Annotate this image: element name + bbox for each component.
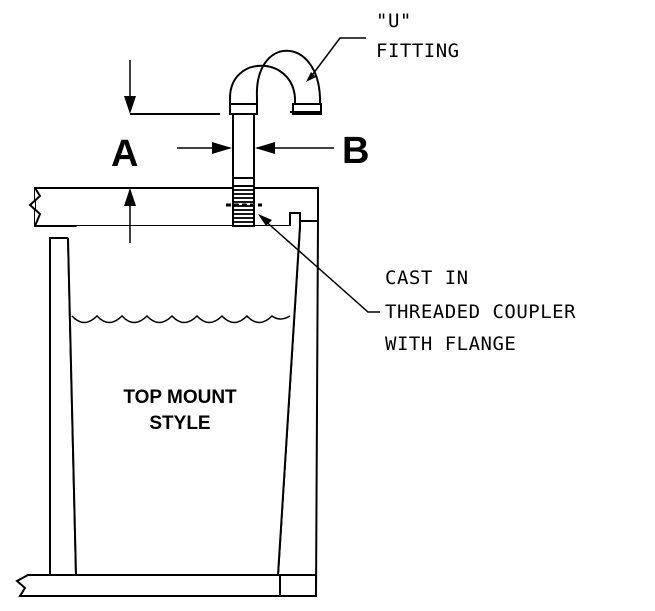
u-fitting-label-line2: FITTING [376, 40, 460, 62]
u-fitting [229, 49, 321, 105]
coupler-label-line2: THREADED COUPLER [385, 301, 576, 323]
top-slab [28, 187, 319, 227]
dimension-b-label: B [342, 130, 369, 172]
vent-pipe [229, 103, 258, 187]
dimension-a [124, 60, 220, 243]
tank-walls [15, 219, 319, 597]
center-label-line2: STYLE [149, 413, 210, 434]
coupler-label-line3: WITH FLANGE [385, 333, 516, 355]
dimension-a-label: A [111, 133, 138, 175]
dimension-b [177, 142, 334, 154]
u-fitting-label-line1: "U" [376, 10, 412, 32]
coupler-label-line1: CAST IN [385, 267, 469, 289]
u-fitting-leader [309, 37, 366, 79]
center-label-line1: TOP MOUNT [123, 387, 237, 408]
water-surface [71, 314, 291, 324]
coupler-leader [261, 217, 380, 313]
